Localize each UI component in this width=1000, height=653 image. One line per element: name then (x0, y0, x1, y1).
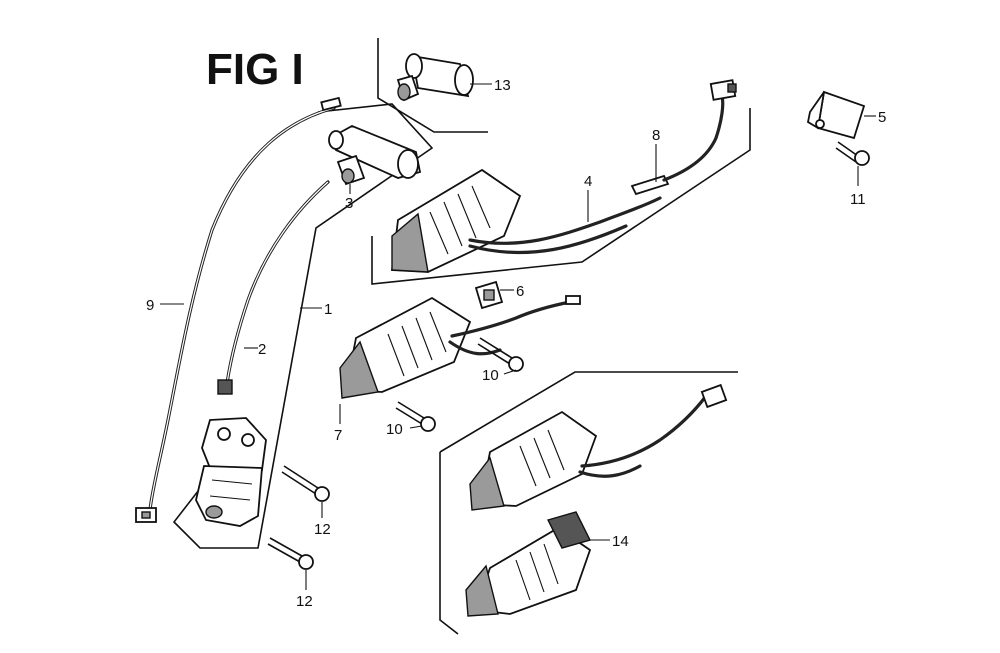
part-9-ground-wire (135, 96, 342, 523)
figure-title: FIG I (206, 45, 304, 94)
callout-2: 2 (258, 341, 266, 358)
callout-10-lower: 10 (386, 421, 403, 438)
part-4-charge-coil (390, 168, 662, 273)
bolt-12-upper (281, 465, 330, 502)
part-1-ignition-coil (195, 417, 267, 527)
callout-4: 4 (584, 173, 592, 190)
callout-3: 3 (345, 195, 353, 212)
callout-11: 11 (850, 191, 866, 208)
callout-14: 14 (612, 533, 629, 550)
callout-7: 7 (334, 427, 342, 444)
group-frame-13 (377, 38, 488, 133)
part-13-plug-cap (396, 53, 474, 102)
part-8-connector (630, 79, 737, 196)
callout-12-lower: 12 (296, 593, 313, 610)
part-2-cord (217, 180, 330, 395)
group-frame-14 (439, 371, 738, 635)
part-14-coil-lower (465, 511, 592, 617)
bolt-11 (835, 141, 870, 166)
callout-12-upper: 12 (314, 521, 331, 538)
group-frame-1 (172, 103, 434, 549)
part-7-exciter-coil (339, 295, 581, 399)
callout-labels: 13 3 4 8 5 11 6 9 2 1 7 10 10 12 12 14 (146, 77, 886, 610)
part-3-plug-cap (328, 125, 422, 186)
leader-lines (160, 83, 876, 590)
callout-5: 5 (878, 109, 886, 126)
callout-6: 6 (516, 283, 524, 300)
callout-9: 9 (146, 297, 154, 314)
callout-10-upper: 10 (482, 367, 499, 384)
part-5-bracket (806, 90, 866, 140)
group-frame-4 (371, 108, 751, 285)
callout-1: 1 (324, 301, 332, 318)
callout-8: 8 (652, 127, 660, 144)
bolt-12-lower (267, 537, 314, 570)
callout-13: 13 (494, 77, 511, 94)
bolt-10-lower (395, 401, 436, 432)
part-6-grommet (474, 280, 504, 310)
bolt-10-upper (477, 337, 524, 372)
part-14-coil-upper (469, 383, 728, 511)
